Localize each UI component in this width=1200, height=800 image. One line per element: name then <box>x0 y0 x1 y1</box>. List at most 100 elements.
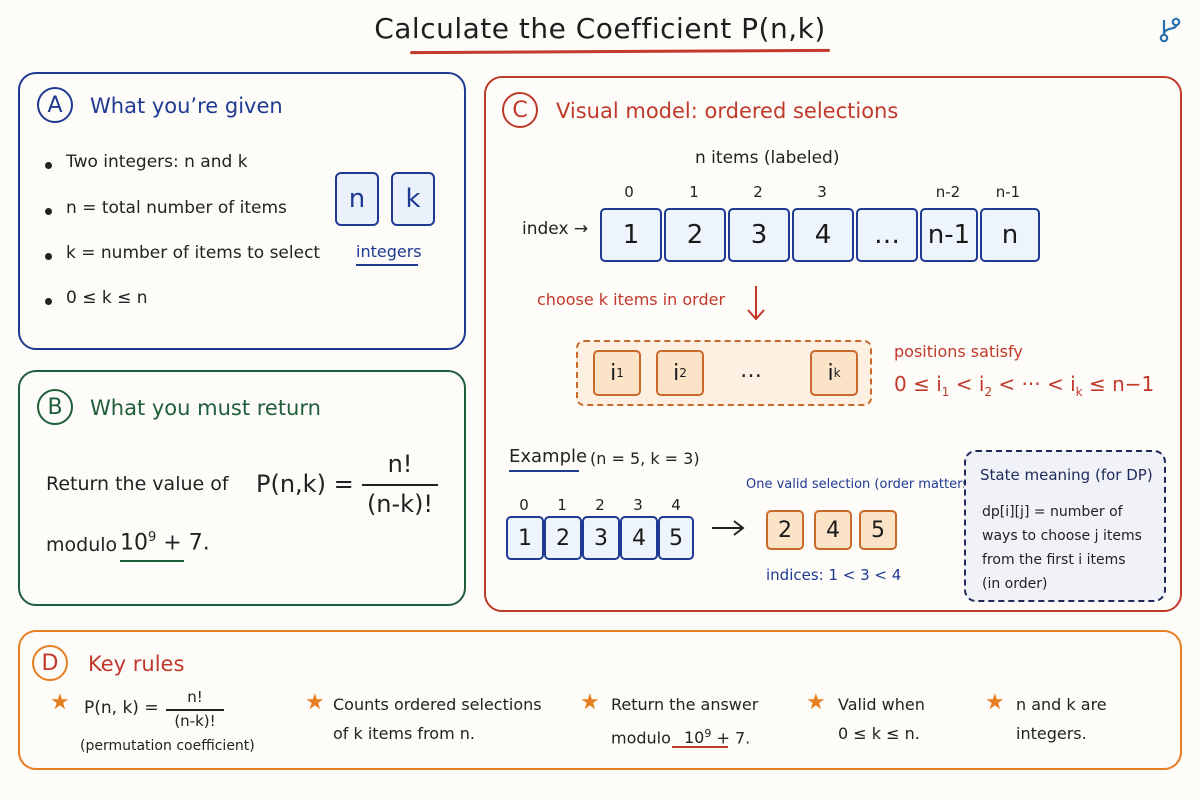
branch-icon[interactable] <box>1156 16 1184 44</box>
arrow-down-icon <box>747 286 765 321</box>
inequality-part: < i <box>949 372 985 396</box>
modulo-base: 10 <box>120 530 148 556</box>
selection-ellipsis: … <box>740 358 762 383</box>
positions-label: positions satisfy <box>894 342 1023 361</box>
example-cell: 1 <box>506 516 544 560</box>
star-icon: ★ <box>806 690 826 715</box>
star-icon: ★ <box>580 690 600 715</box>
modulo-exponent: 9 <box>148 530 157 545</box>
items-label: n items (labeled) <box>695 148 840 168</box>
rule5-line: integers. <box>1016 724 1087 743</box>
choose-label: choose k items in order <box>537 290 726 309</box>
rule1-fraction-bar <box>166 709 224 711</box>
example-index: 2 <box>595 496 605 514</box>
panel-d-title: Key rules <box>88 652 185 676</box>
valid-cell: 5 <box>859 510 897 550</box>
array-cell: 3 <box>728 208 790 262</box>
fraction-bar <box>362 484 438 486</box>
inequality-part: ≤ n−1 <box>1082 372 1155 396</box>
selection-sub: 1 <box>616 366 624 380</box>
rule3-base: 10 <box>684 728 705 748</box>
integer-box-k: k <box>391 172 435 226</box>
arrow-right-icon <box>712 520 745 536</box>
modulo-value: 109 + 7. <box>120 530 210 555</box>
state-line: ways to choose j items <box>982 528 1142 544</box>
example-index: 4 <box>671 496 681 514</box>
bullet-dot <box>45 298 52 305</box>
example-cell: 5 <box>658 516 694 560</box>
inequality-part: < ··· < i <box>992 372 1076 396</box>
inequality-sub: 1 <box>941 385 950 399</box>
array-cell: n <box>980 208 1040 262</box>
panel-c-title: Visual model: ordered selections <box>556 99 899 123</box>
selection-sub: 2 <box>679 366 687 380</box>
badge-d: D <box>32 645 68 681</box>
panel-visual-model <box>484 76 1182 612</box>
rule3-rest: + 7. <box>716 728 751 748</box>
example-underline <box>509 470 579 472</box>
selection-var: i <box>673 360 680 386</box>
panel-a-title: What you’re given <box>90 94 283 118</box>
given-bullet-1: Two integers: n and k <box>66 152 248 172</box>
inequality-sub: k <box>1075 385 1083 399</box>
index-label: 3 <box>817 183 827 201</box>
modulo-underline <box>120 560 184 562</box>
bullet-dot <box>45 162 52 169</box>
state-line: (in order) <box>982 576 1048 592</box>
example-index: 0 <box>519 496 529 514</box>
example-cell: 2 <box>544 516 582 560</box>
positions-inequality: 0 ≤ i1 < i2 < ··· < ik ≤ n−1 <box>894 372 1154 399</box>
example-index: 1 <box>557 496 567 514</box>
formula-numerator: n! <box>387 450 413 478</box>
rule5-line: n and k are <box>1016 695 1107 714</box>
example-label: Example <box>509 446 588 467</box>
valid-cell: 4 <box>814 510 852 550</box>
given-bullet-2: n = total number of items <box>66 198 287 218</box>
state-title: State meaning (for DP) <box>980 466 1153 484</box>
array-cell: n-1 <box>920 208 978 262</box>
badge-a: A <box>37 87 73 123</box>
star-icon: ★ <box>985 690 1005 715</box>
formula-denominator: (n-k)! <box>366 490 434 518</box>
selection-sub: k <box>833 366 841 380</box>
inequality-sub: 2 <box>984 385 993 399</box>
selection-var: i <box>827 360 834 386</box>
array-cell-ellipsis: … <box>856 208 918 262</box>
rule3-modulo: modulo 109 + 7. <box>611 719 750 753</box>
star-icon: ★ <box>50 690 70 715</box>
given-bullet-4: 0 ≤ k ≤ n <box>66 288 148 308</box>
example-params: (n = 5, k = 3) <box>590 449 700 468</box>
rule1-note: (permutation coefficient) <box>80 738 255 754</box>
return-text: Return the value of <box>46 473 229 495</box>
modulo-text: modulo <box>46 534 118 556</box>
rule1-numerator: n! <box>187 688 203 706</box>
rule3-underline <box>672 746 728 748</box>
formula-lhs: P(n,k) = <box>256 470 354 498</box>
index-label: 2 <box>753 183 763 201</box>
example-cell: 4 <box>620 516 658 560</box>
array-cell: 4 <box>792 208 854 262</box>
selection-var: i <box>610 360 617 386</box>
index-label: n-2 <box>935 183 961 201</box>
integers-label: integers <box>356 242 422 261</box>
rule3-line: Return the answer <box>611 695 759 714</box>
star-icon: ★ <box>305 690 325 715</box>
title-underline <box>409 48 831 55</box>
rule2-line: Counts ordered selections <box>333 695 542 714</box>
example-index: 3 <box>633 496 643 514</box>
indices-label: indices: 1 < 3 < 4 <box>766 566 902 584</box>
rule4-line: 0 ≤ k ≤ n. <box>838 724 920 743</box>
rule1-denominator: (n-k)! <box>174 712 216 730</box>
inequality-part: 0 ≤ i <box>894 372 942 396</box>
integers-underline <box>356 264 418 266</box>
state-meaning-box <box>964 450 1166 602</box>
given-bullet-3: k = number of items to select <box>66 243 321 263</box>
rule4-line: Valid when <box>838 695 925 714</box>
example-cell: 3 <box>582 516 620 560</box>
index-pointer-label: index → <box>522 219 589 239</box>
rule3-modulo-word: modulo <box>611 728 671 748</box>
state-line: from the first i items <box>982 552 1126 568</box>
index-label: n-1 <box>995 183 1021 201</box>
